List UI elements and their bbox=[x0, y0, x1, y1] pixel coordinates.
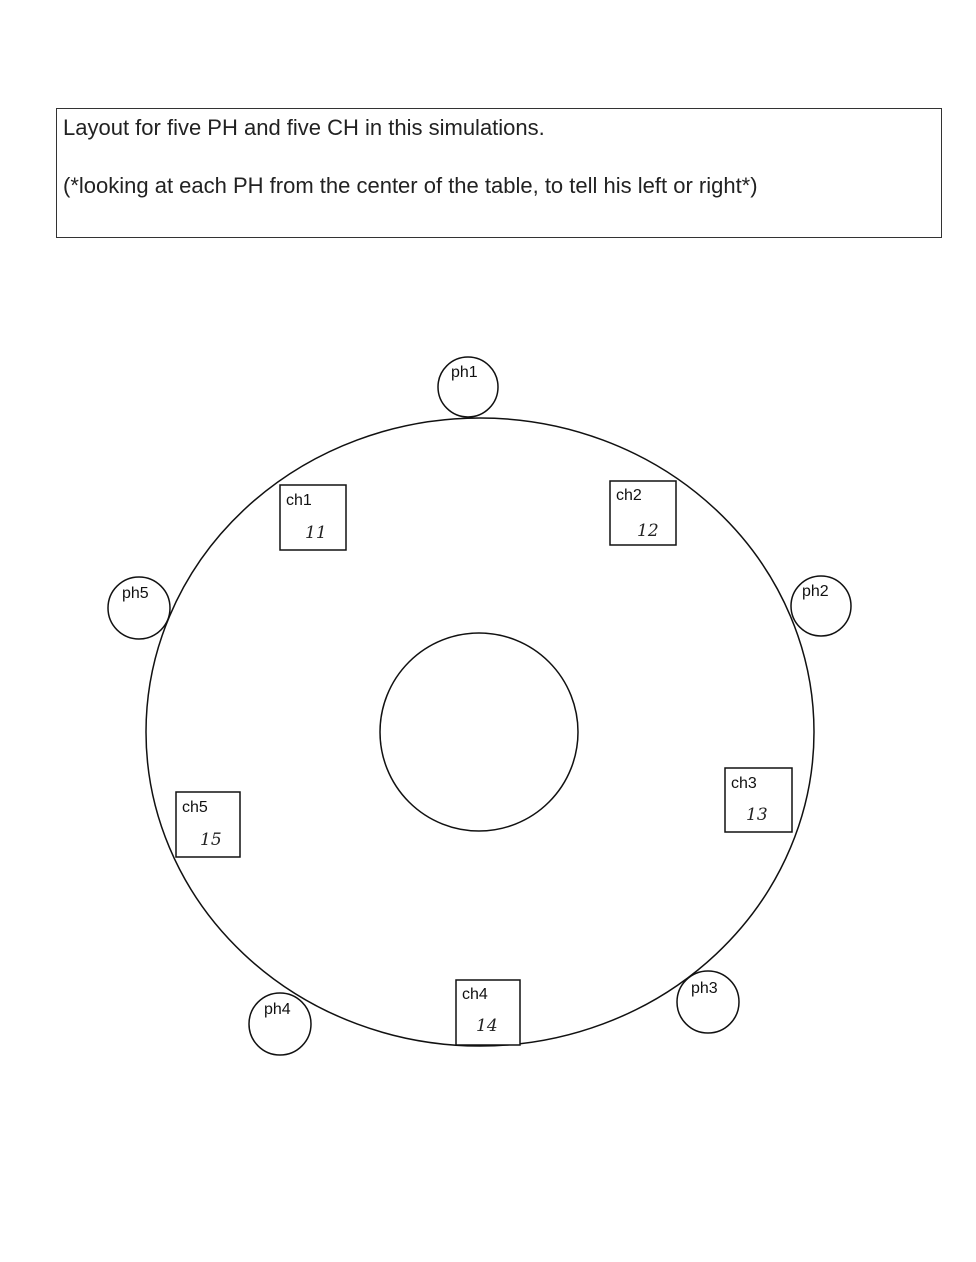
chopstick-box bbox=[279, 484, 347, 551]
philosopher-label: ph2 bbox=[802, 583, 829, 600]
chopstick-ch3: ch3 13 bbox=[724, 767, 793, 833]
caption-note: (*looking at each PH from the center of … bbox=[63, 173, 758, 198]
chopstick-label: ch1 bbox=[286, 492, 312, 509]
philosopher-seat bbox=[676, 970, 740, 1034]
table-outer-circle bbox=[145, 417, 815, 1047]
chopstick-number: 15 bbox=[200, 830, 222, 850]
chopstick-box bbox=[609, 480, 677, 546]
philosopher-ph5: ph5 bbox=[107, 576, 171, 640]
chopstick-number: 13 bbox=[746, 805, 768, 825]
philosopher-ph3: ph3 bbox=[676, 970, 740, 1034]
table-center-circle bbox=[379, 632, 579, 832]
philosopher-label: ph3 bbox=[691, 980, 718, 997]
chopstick-number: 12 bbox=[637, 521, 659, 541]
chopstick-ch1: ch1 11 bbox=[279, 484, 347, 551]
philosopher-ph1: ph1 bbox=[437, 356, 499, 418]
philosopher-seat bbox=[437, 356, 499, 418]
chopstick-label: ch5 bbox=[182, 799, 208, 816]
chopstick-label: ch4 bbox=[462, 986, 488, 1003]
chopstick-ch2: ch2 12 bbox=[609, 480, 677, 546]
chopstick-number: 14 bbox=[476, 1016, 498, 1036]
caption-title: Layout for five PH and five CH in this s… bbox=[63, 115, 545, 140]
philosopher-label: ph1 bbox=[451, 364, 478, 381]
chopstick-label: ch2 bbox=[616, 487, 642, 504]
philosopher-label: ph4 bbox=[264, 1001, 291, 1018]
chopstick-box bbox=[175, 791, 241, 858]
chopstick-number: 11 bbox=[305, 523, 327, 543]
chopstick-ch5: ch5 15 bbox=[175, 791, 241, 858]
philosopher-ph2: ph2 bbox=[790, 575, 852, 637]
philosopher-label: ph5 bbox=[122, 585, 149, 602]
philosopher-seat bbox=[790, 575, 852, 637]
caption-box: Layout for five PH and five CH in this s… bbox=[56, 108, 942, 238]
chopstick-label: ch3 bbox=[731, 775, 757, 792]
chopstick-box bbox=[455, 979, 521, 1046]
philosopher-ph4: ph4 bbox=[248, 992, 312, 1056]
philosopher-seat bbox=[107, 576, 171, 640]
chopstick-box bbox=[724, 767, 793, 833]
chopstick-ch4: ch4 14 bbox=[455, 979, 521, 1046]
philosopher-seat bbox=[248, 992, 312, 1056]
